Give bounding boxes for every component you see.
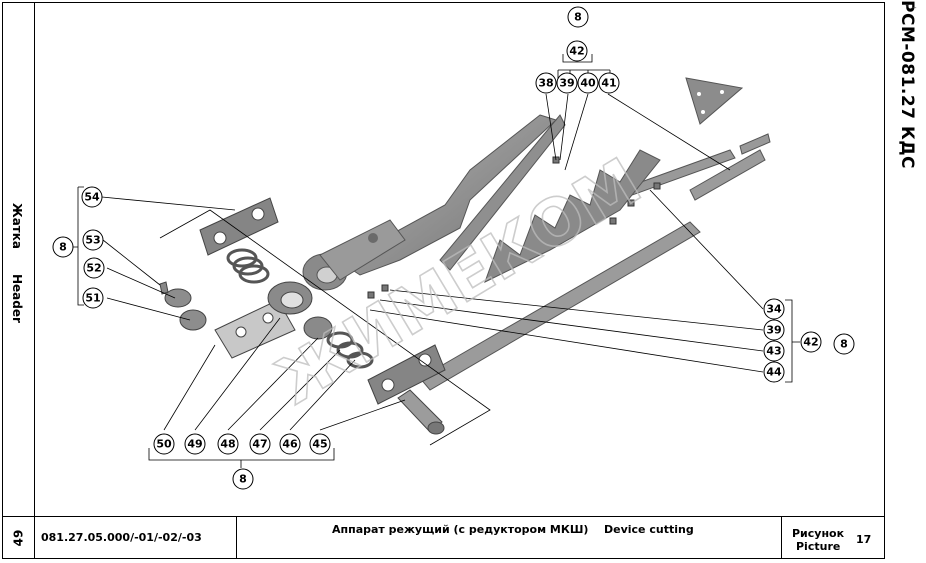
figure-cell: Рисунок Picture 17	[782, 517, 883, 558]
plate-hole	[381, 378, 395, 392]
knife-segment	[685, 77, 744, 125]
callout-right-8: 8	[840, 338, 848, 351]
callout-left-8: 8	[59, 241, 67, 254]
plate-hole	[213, 231, 227, 245]
callout-top-42: 42	[569, 45, 584, 58]
callout-48: 48	[220, 438, 235, 451]
title-ru: Аппарат режущий (с редуктором МКШ)	[332, 523, 589, 536]
callout-51: 51	[85, 292, 100, 305]
callout-53: 53	[85, 234, 100, 247]
plate-hole	[418, 353, 432, 367]
plate-hole	[251, 207, 265, 221]
callout-40: 40	[580, 77, 596, 90]
left-title-column: Жатка Header	[2, 2, 35, 516]
clamp-50	[214, 299, 296, 359]
plate-54	[199, 197, 279, 256]
callout-46: 46	[282, 438, 298, 451]
callout-34: 34	[766, 303, 782, 316]
callout-49: 49	[187, 438, 202, 451]
clamp-hole	[235, 326, 247, 338]
grease-nipple-53	[159, 281, 169, 295]
callout-right-42: 42	[803, 336, 818, 349]
callout-54: 54	[84, 191, 100, 204]
knife-back-bar-end	[739, 133, 771, 155]
callout-bottom-8: 8	[239, 473, 247, 486]
corner-mark: ° ‒	[905, 3, 917, 12]
callout-circles	[52, 6, 855, 490]
hardware-bolts	[367, 156, 661, 299]
callout-41: 41	[601, 77, 616, 90]
page-number-cell: 49	[2, 517, 35, 558]
eye-49-bore	[280, 291, 304, 309]
callout-50: 50	[156, 438, 172, 451]
doc-number-cell: 081.27.05.000/-01/-02/-03	[35, 517, 237, 558]
callout-44: 44	[766, 366, 782, 379]
knife-bar-lower	[419, 221, 701, 391]
callout-47: 47	[252, 438, 267, 451]
callout-45: 45	[312, 438, 327, 451]
callout-38: 38	[538, 77, 553, 90]
finger-bar	[439, 114, 566, 271]
title-en: Device cutting	[604, 523, 694, 536]
knife-section-row	[484, 149, 661, 283]
knife-hole	[720, 90, 724, 94]
knife-bar-lower-right	[689, 149, 766, 201]
ring-set-47-46	[326, 331, 374, 369]
callout-43: 43	[766, 345, 781, 358]
title-cell: Аппарат режущий (с редуктором МКШ) Devic…	[237, 517, 782, 558]
callout-top-39: 39	[559, 77, 574, 90]
lever-hole	[368, 233, 378, 243]
leader-lines	[70, 54, 800, 468]
pin-45-head	[427, 421, 445, 435]
figure-number: 17	[856, 533, 872, 546]
bushing-51	[179, 309, 207, 331]
clamp-hole	[262, 312, 274, 324]
callout-right-39: 39	[766, 324, 781, 337]
spring-coils	[226, 248, 270, 284]
doc-number: 081.27.05.000/-01/-02/-03	[41, 531, 202, 544]
figure-label-ru: Рисунок	[792, 527, 845, 540]
callout-top-8: 8	[574, 11, 582, 24]
knife-hole	[697, 92, 701, 96]
figure-label-en: Picture	[796, 540, 841, 553]
lever-head	[319, 219, 406, 281]
drawing-frame	[2, 2, 885, 559]
bushing-52	[164, 288, 192, 308]
callout-52: 52	[86, 262, 101, 275]
bushing-48	[303, 316, 333, 340]
pin-45	[397, 389, 443, 433]
knife-hole	[701, 110, 705, 114]
title-block: 49 081.27.05.000/-01/-02/-03 Аппарат реж…	[2, 516, 885, 559]
